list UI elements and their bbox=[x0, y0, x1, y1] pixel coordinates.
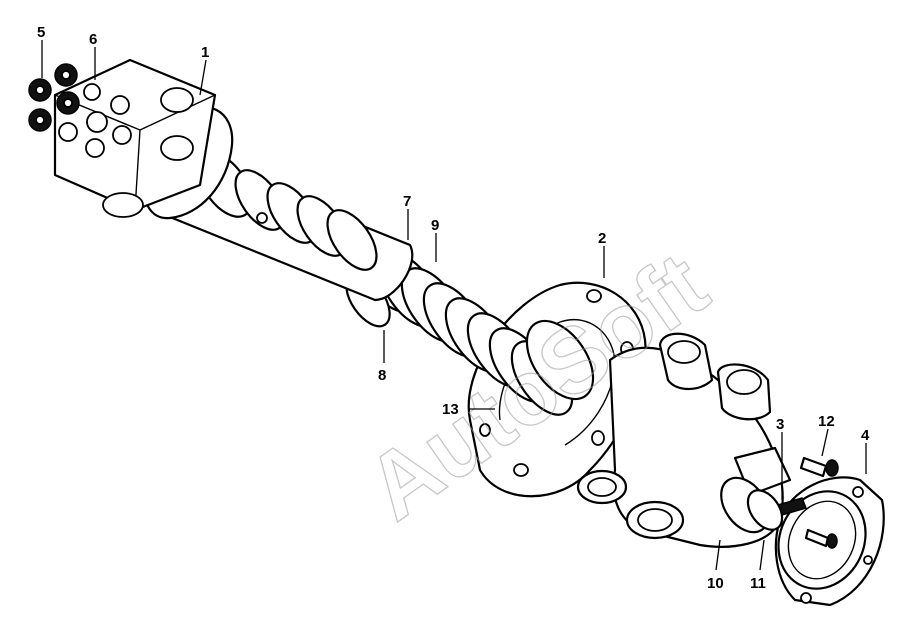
small-parts-3-10-11 bbox=[720, 476, 808, 534]
callout-11: 11 bbox=[750, 575, 766, 592]
callout-8: 8 bbox=[378, 367, 386, 384]
callout-12: 12 bbox=[818, 413, 835, 430]
callout-6: 6 bbox=[89, 31, 97, 48]
leader-lines bbox=[41, 40, 867, 571]
plugs-part-5 bbox=[28, 63, 80, 132]
callout-7: 7 bbox=[403, 193, 411, 210]
screws-part-12 bbox=[799, 456, 839, 549]
callout-4: 4 bbox=[861, 427, 870, 444]
callout-3: 3 bbox=[776, 416, 784, 433]
callout-13: 13 bbox=[442, 401, 459, 418]
valve-body-part-1 bbox=[53, 58, 414, 302]
callout-2: 2 bbox=[598, 230, 606, 247]
callout-9: 9 bbox=[431, 217, 439, 234]
callout-5: 5 bbox=[37, 24, 45, 41]
callout-labels: 1 2 3 4 5 6 7 8 9 10 11 12 13 bbox=[37, 24, 870, 592]
callout-1: 1 bbox=[201, 44, 209, 61]
callout-10: 10 bbox=[707, 575, 724, 592]
